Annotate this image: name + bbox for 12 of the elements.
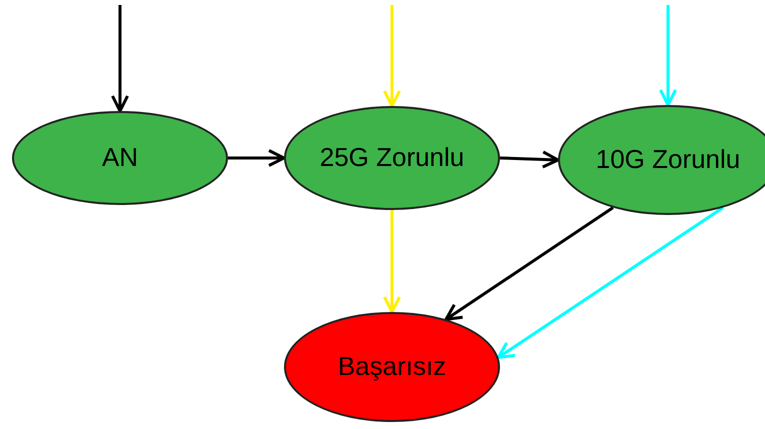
node-label: 10G Zorunlu bbox=[596, 144, 740, 176]
arrow bbox=[444, 206, 614, 321]
node-label: Başarısız bbox=[338, 351, 446, 383]
arrow bbox=[500, 150, 560, 168]
arrow bbox=[383, 210, 401, 314]
arrow bbox=[496, 206, 724, 359]
arrow bbox=[659, 5, 677, 106]
node-label: AN bbox=[102, 142, 138, 174]
arrow bbox=[111, 5, 129, 112]
node-label: 25G Zorunlu bbox=[320, 142, 464, 174]
arrow bbox=[228, 149, 286, 167]
arrow bbox=[383, 5, 401, 108]
